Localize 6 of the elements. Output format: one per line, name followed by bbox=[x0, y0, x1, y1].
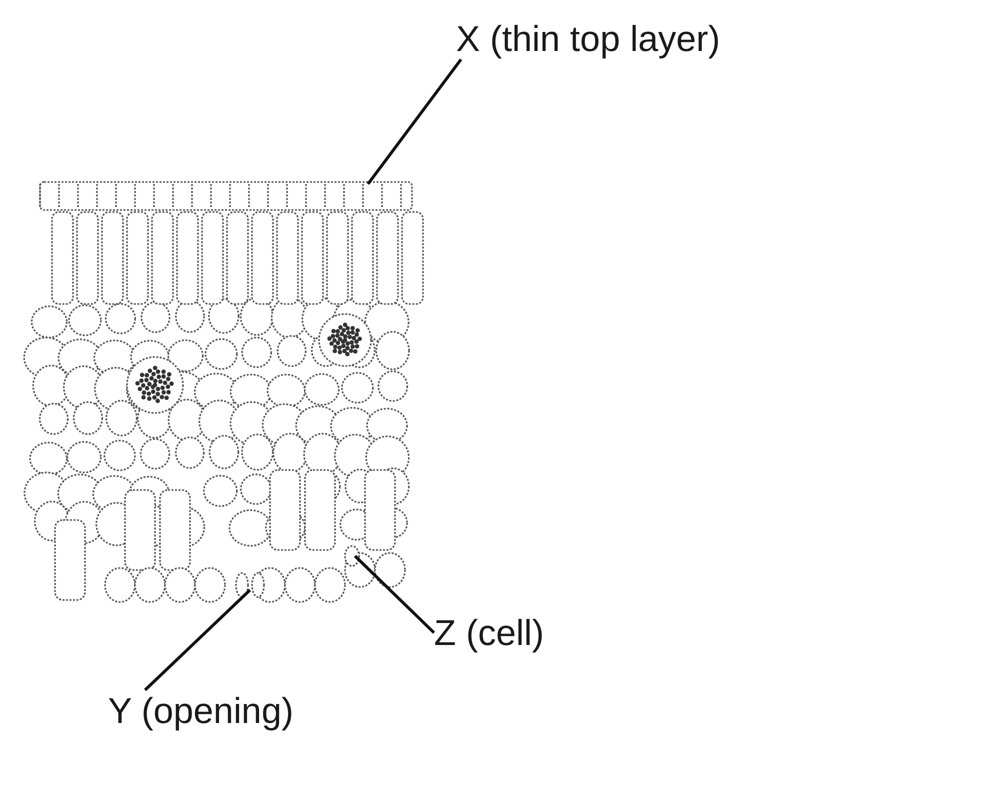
part-label: Z (cell) bbox=[434, 612, 544, 654]
part-label: X (thin top layer) bbox=[456, 18, 720, 60]
leader-line bbox=[366, 58, 462, 185]
part-label: Y (opening) bbox=[108, 690, 294, 732]
leader-line bbox=[354, 554, 436, 634]
leader-line bbox=[144, 588, 252, 692]
